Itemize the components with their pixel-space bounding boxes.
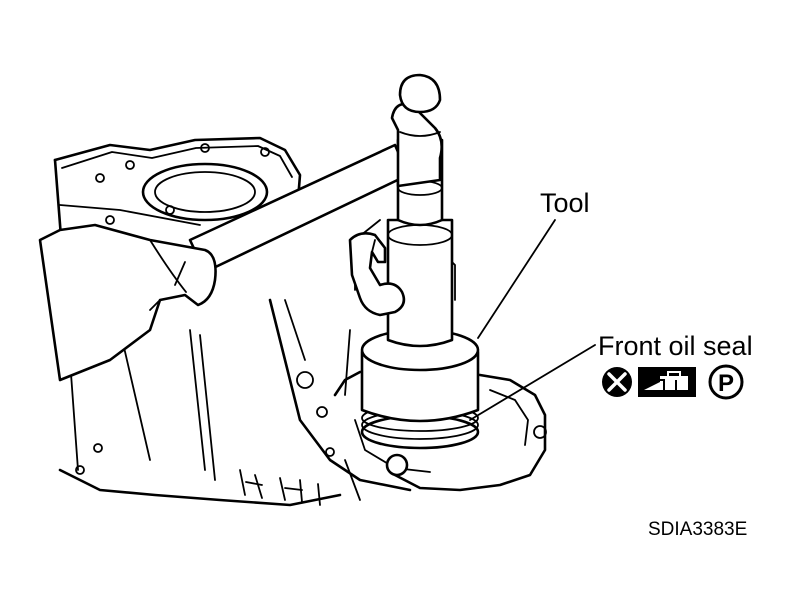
callout-leaders [469, 219, 596, 421]
seal-leader-line [469, 344, 596, 421]
left-hand [38, 204, 217, 382]
petroleum-jelly-letter: P [718, 370, 734, 397]
figure-code: SDIA3383E [648, 519, 747, 540]
x-in-circle-icon [602, 367, 632, 397]
tool-leader-line [477, 219, 556, 339]
symbol-row: P [602, 364, 744, 400]
right-hand [348, 232, 406, 317]
front-oil-seal-label: Front oil seal [598, 331, 753, 361]
petroleum-jelly-icon: P [708, 364, 744, 400]
flange-bolt-holes [75, 143, 547, 475]
bottom-ribs [239, 469, 321, 506]
oil-can-icon [638, 367, 696, 397]
tool-label: Tool [540, 188, 590, 218]
